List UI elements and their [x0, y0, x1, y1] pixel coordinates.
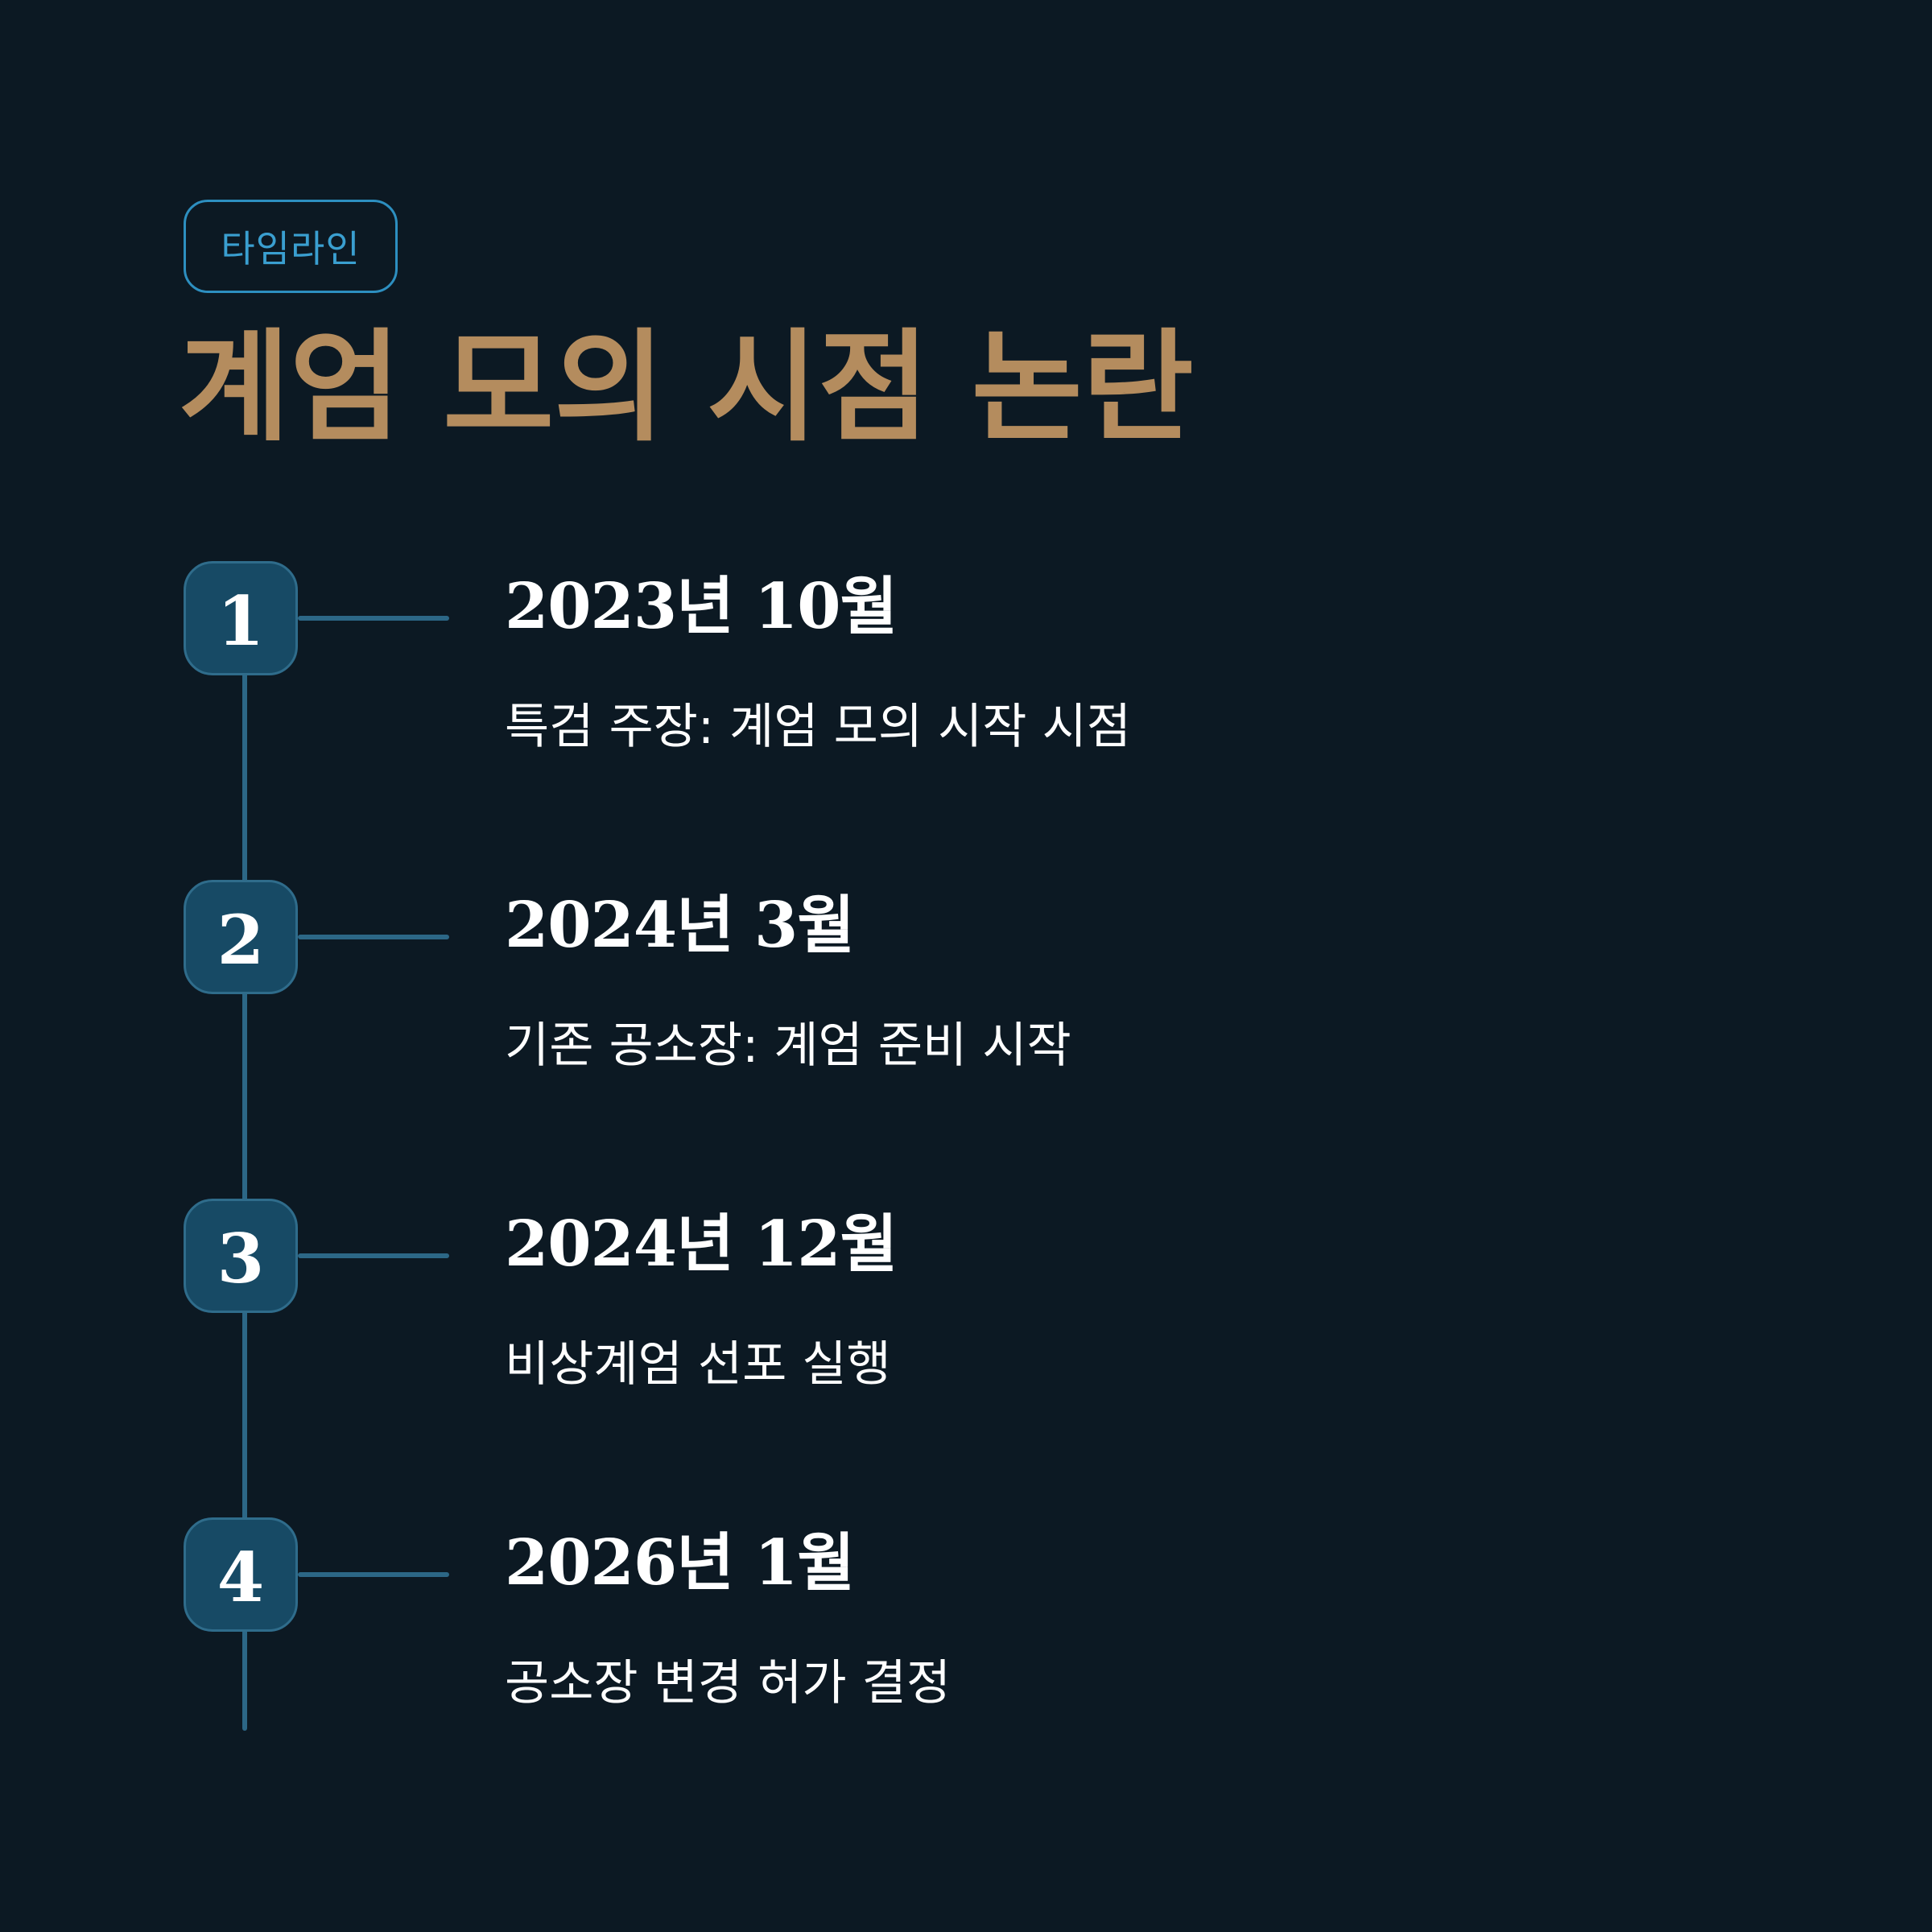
timeline-step-1: 1 2023년 10월 특검 주장: 계엄 모의 시작 시점 — [0, 561, 1932, 803]
section-tag: 타임라인 — [184, 200, 398, 293]
step-date: 2024년 12월 — [505, 1208, 898, 1281]
step-description: 특검 주장: 계엄 모의 시작 시점 — [505, 699, 1131, 755]
step-connector-line — [298, 1253, 449, 1258]
step-connector-line — [298, 935, 449, 939]
timeline-step-2: 2 2024년 3월 기존 공소장: 계엄 준비 시작 — [0, 880, 1932, 1121]
section-tag-label: 타임라인 — [221, 227, 361, 270]
step-number-badge: 3 — [184, 1199, 298, 1313]
page-title: 계엄 모의 시점 논란 — [179, 318, 1194, 458]
step-connector-line — [298, 616, 449, 621]
step-date: 2023년 10월 — [505, 570, 898, 643]
step-date: 2024년 3월 — [505, 889, 855, 962]
step-description: 비상계엄 선포 실행 — [505, 1336, 891, 1393]
step-number-badge: 2 — [184, 880, 298, 994]
step-date: 2026년 1월 — [505, 1526, 855, 1600]
step-description: 공소장 변경 허가 결정 — [505, 1655, 952, 1711]
step-number-badge: 1 — [184, 561, 298, 675]
timeline-step-3: 3 2024년 12월 비상계엄 선포 실행 — [0, 1199, 1932, 1440]
step-description: 기존 공소장: 계엄 준비 시작 — [505, 1018, 1071, 1074]
timeline-step-4: 4 2026년 1월 공소장 변경 허가 결정 — [0, 1517, 1932, 1759]
step-connector-line — [298, 1572, 449, 1577]
step-number-badge: 4 — [184, 1517, 298, 1632]
timeline-spine — [242, 620, 247, 1731]
